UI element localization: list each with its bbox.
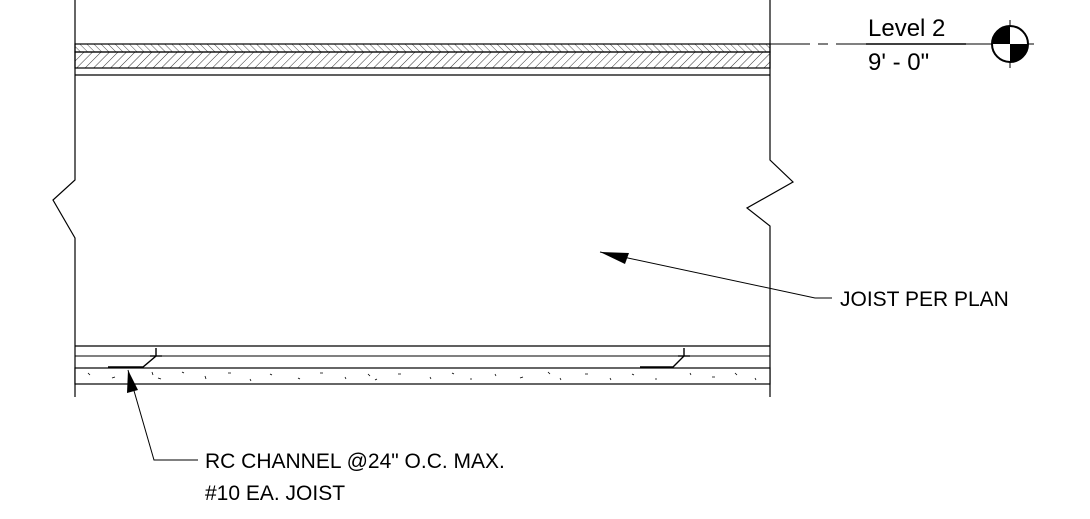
ceiling-assembly [74, 345, 771, 385]
rc-channel-left [108, 348, 162, 368]
rc-channel-right [640, 348, 690, 368]
joist-leader [599, 251, 832, 299]
rc-channel-label-line2: #10 EA. JOIST [205, 482, 345, 505]
left-wall-line [52, 0, 76, 397]
level-name: Level 2 [868, 15, 945, 42]
level-elevation: 9' - 0" [868, 49, 929, 76]
gypsum-speckle [87, 371, 757, 382]
level-target-icon [991, 25, 1029, 63]
rc-channel-label-line1: RC CHANNEL @24" O.C. MAX. [205, 450, 505, 473]
rc-channel-leader [127, 369, 198, 461]
subfloor-layer [74, 43, 771, 76]
right-wall-line [745, 0, 794, 397]
joist-callout-label: JOIST PER PLAN [840, 288, 1009, 311]
